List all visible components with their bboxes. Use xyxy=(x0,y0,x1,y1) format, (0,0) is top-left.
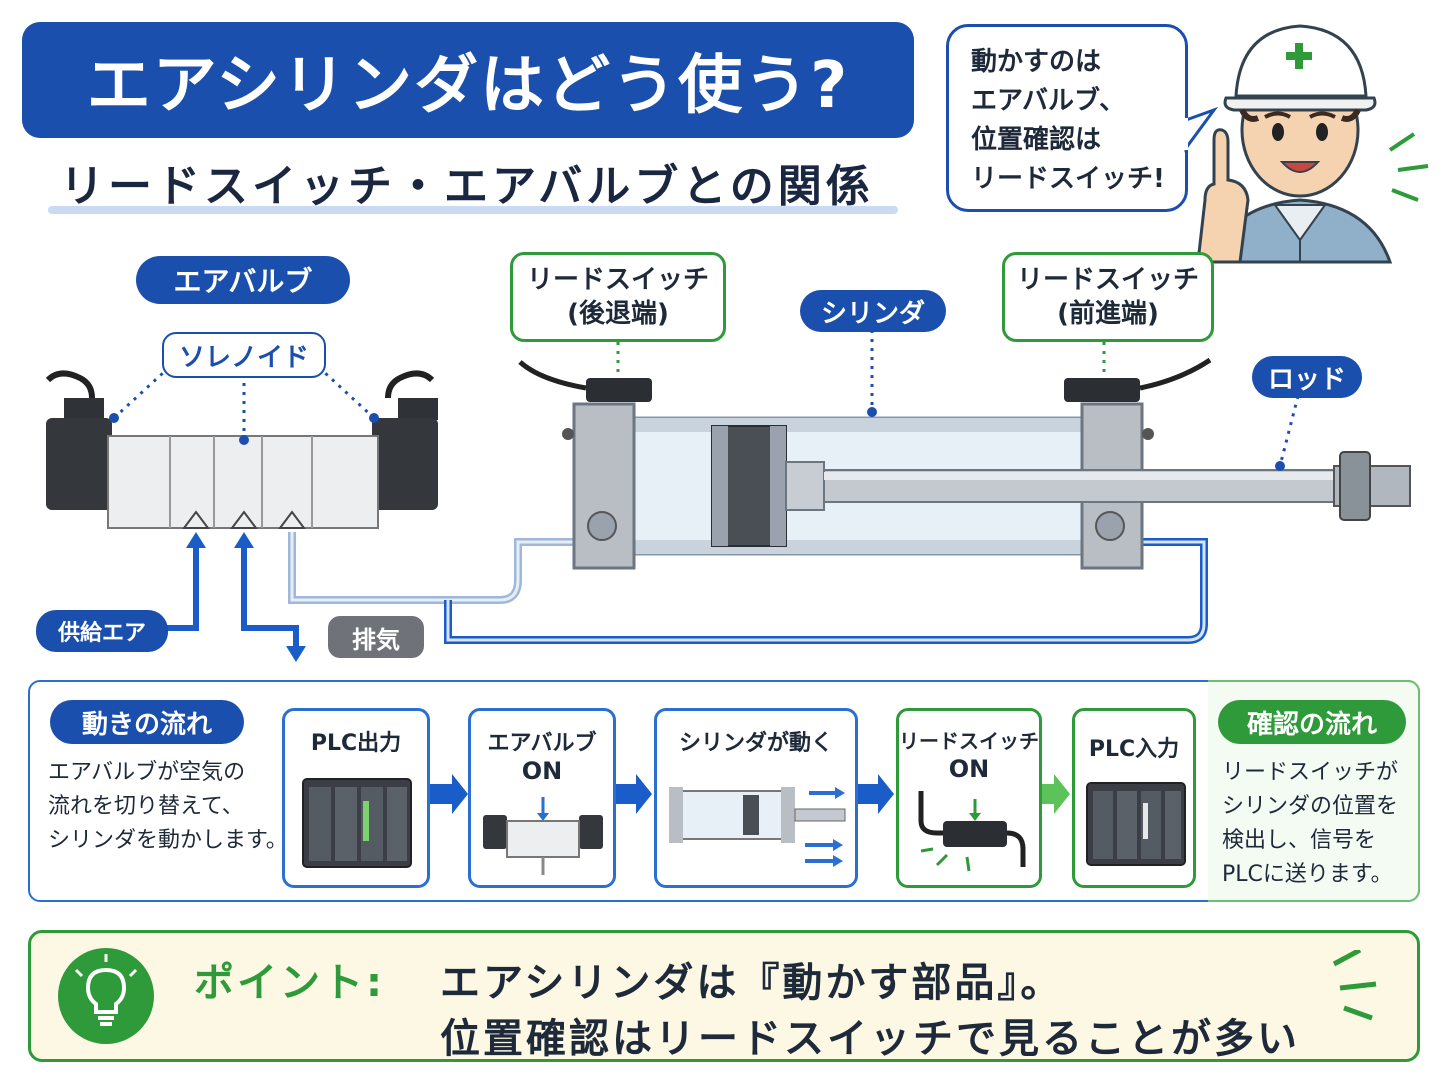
air-valve-illustration xyxy=(45,370,438,529)
supply-air-label-text: 供給エア xyxy=(57,621,146,646)
bubble-line: リードスイッチ! xyxy=(971,164,1165,194)
speech-bubble: 動かすのは エアバルブ、 位置確認は リードスイッチ! xyxy=(946,24,1188,212)
step-title: PLC入力 xyxy=(1088,737,1180,762)
motion-desc-line: 流れを切り替えて、 xyxy=(48,794,244,819)
step-plc-input: PLC入力 xyxy=(1072,708,1196,888)
step-plc-output: PLC出力 xyxy=(282,708,430,888)
page-subtitle: リードスイッチ・エアバルブとの関係 xyxy=(60,161,874,212)
confirm-flow-desc: リードスイッチが シリンダの位置を 検出し、信号を PLCに送ります。 xyxy=(1222,756,1398,892)
point-line-2: 位置確認はリードスイッチで見ることが多い xyxy=(440,1016,1300,1062)
bubble-tail xyxy=(1184,106,1219,153)
step-reed-switch-on: リードスイッチ ON xyxy=(896,708,1042,888)
exhaust-label: 排気 xyxy=(328,616,424,658)
air-valve-label: エアバルブ xyxy=(136,256,350,304)
step-title: PLC出力 xyxy=(310,731,402,756)
rod-label: ロッド xyxy=(1252,356,1362,398)
motion-flow-title-text: 動きの流れ xyxy=(81,709,212,740)
plc-icon xyxy=(1086,782,1186,866)
point-label: ポイント: xyxy=(194,960,385,1006)
supply-air-label: 供給エア xyxy=(36,610,168,652)
step-on: ON xyxy=(948,755,990,783)
solenoid-label: ソレノイド xyxy=(162,332,326,378)
bubble-line: 動かすのは xyxy=(971,47,1102,77)
confirm-desc-line: リードスイッチが xyxy=(1222,760,1399,785)
reed-switch-front-label: リードスイッチ (前進端) xyxy=(1002,252,1214,342)
lightbulb-icon xyxy=(58,948,154,1044)
reed-switch-icon xyxy=(918,791,1026,872)
exhaust-label-text: 排気 xyxy=(352,625,400,654)
reed-switch-rear-label: リードスイッチ (後退端) xyxy=(510,252,726,342)
cylinder-illustration xyxy=(518,357,1411,570)
cylinder-icon xyxy=(669,787,846,867)
reed-switch-rear-line1: リードスイッチ xyxy=(526,265,709,295)
air-valve-label-text: エアバルブ xyxy=(173,265,313,298)
bubble-line: エアバルブ、 xyxy=(971,86,1126,116)
reed-switch-front-line1: リードスイッチ xyxy=(1016,265,1199,295)
subtitle-underline xyxy=(48,206,898,214)
confirm-desc-line: PLCに送ります。 xyxy=(1222,862,1393,887)
motion-desc-line: エアバルブが空気の xyxy=(48,760,246,785)
main-diagram xyxy=(45,24,1429,662)
plc-icon xyxy=(302,778,412,868)
emphasis-lines-icon xyxy=(1332,950,1377,1021)
cylinder-label: シリンダ xyxy=(800,290,946,332)
step-title: シリンダが動く xyxy=(678,731,833,756)
air-valve-icon xyxy=(483,797,603,875)
step-title: エアバルブ xyxy=(487,731,597,756)
motion-desc-line: シリンダを動かします。 xyxy=(48,828,288,853)
point-box xyxy=(28,930,1420,1062)
solenoid-label-text: ソレノイド xyxy=(178,342,309,373)
worker-character xyxy=(1196,24,1429,264)
step-air-valve-on: エアバルブ ON xyxy=(468,708,616,888)
title-banner: エアシリンダはどう使う? xyxy=(22,22,914,138)
reed-switch-front-line2: (前進端) xyxy=(1057,299,1159,329)
confirm-desc-line: シリンダの位置を xyxy=(1222,794,1399,819)
step-title: リードスイッチ xyxy=(899,729,1039,753)
reed-switch-rear-line2: (後退端) xyxy=(567,299,669,329)
step-cylinder-moves: シリンダが動く xyxy=(654,708,858,888)
page-title: エアシリンダはどう使う? xyxy=(86,49,850,123)
motion-flow-desc: エアバルブが空気の 流れを切り替えて、 シリンダを動かします。 xyxy=(48,756,288,858)
cylinder-label-text: シリンダ xyxy=(820,298,925,329)
confirm-desc-line: 検出し、信号を xyxy=(1222,828,1377,853)
motion-flow-title: 動きの流れ xyxy=(50,700,244,744)
step-on: ON xyxy=(521,757,563,785)
point-line-1: エアシリンダは『動かす部品』。 xyxy=(440,960,1064,1006)
rod-label-text: ロッド xyxy=(1267,364,1346,395)
confirm-flow-title-text: 確認の流れ xyxy=(1246,709,1377,740)
bubble-line: 位置確認は xyxy=(971,125,1102,155)
confirm-flow-title: 確認の流れ xyxy=(1218,700,1406,744)
